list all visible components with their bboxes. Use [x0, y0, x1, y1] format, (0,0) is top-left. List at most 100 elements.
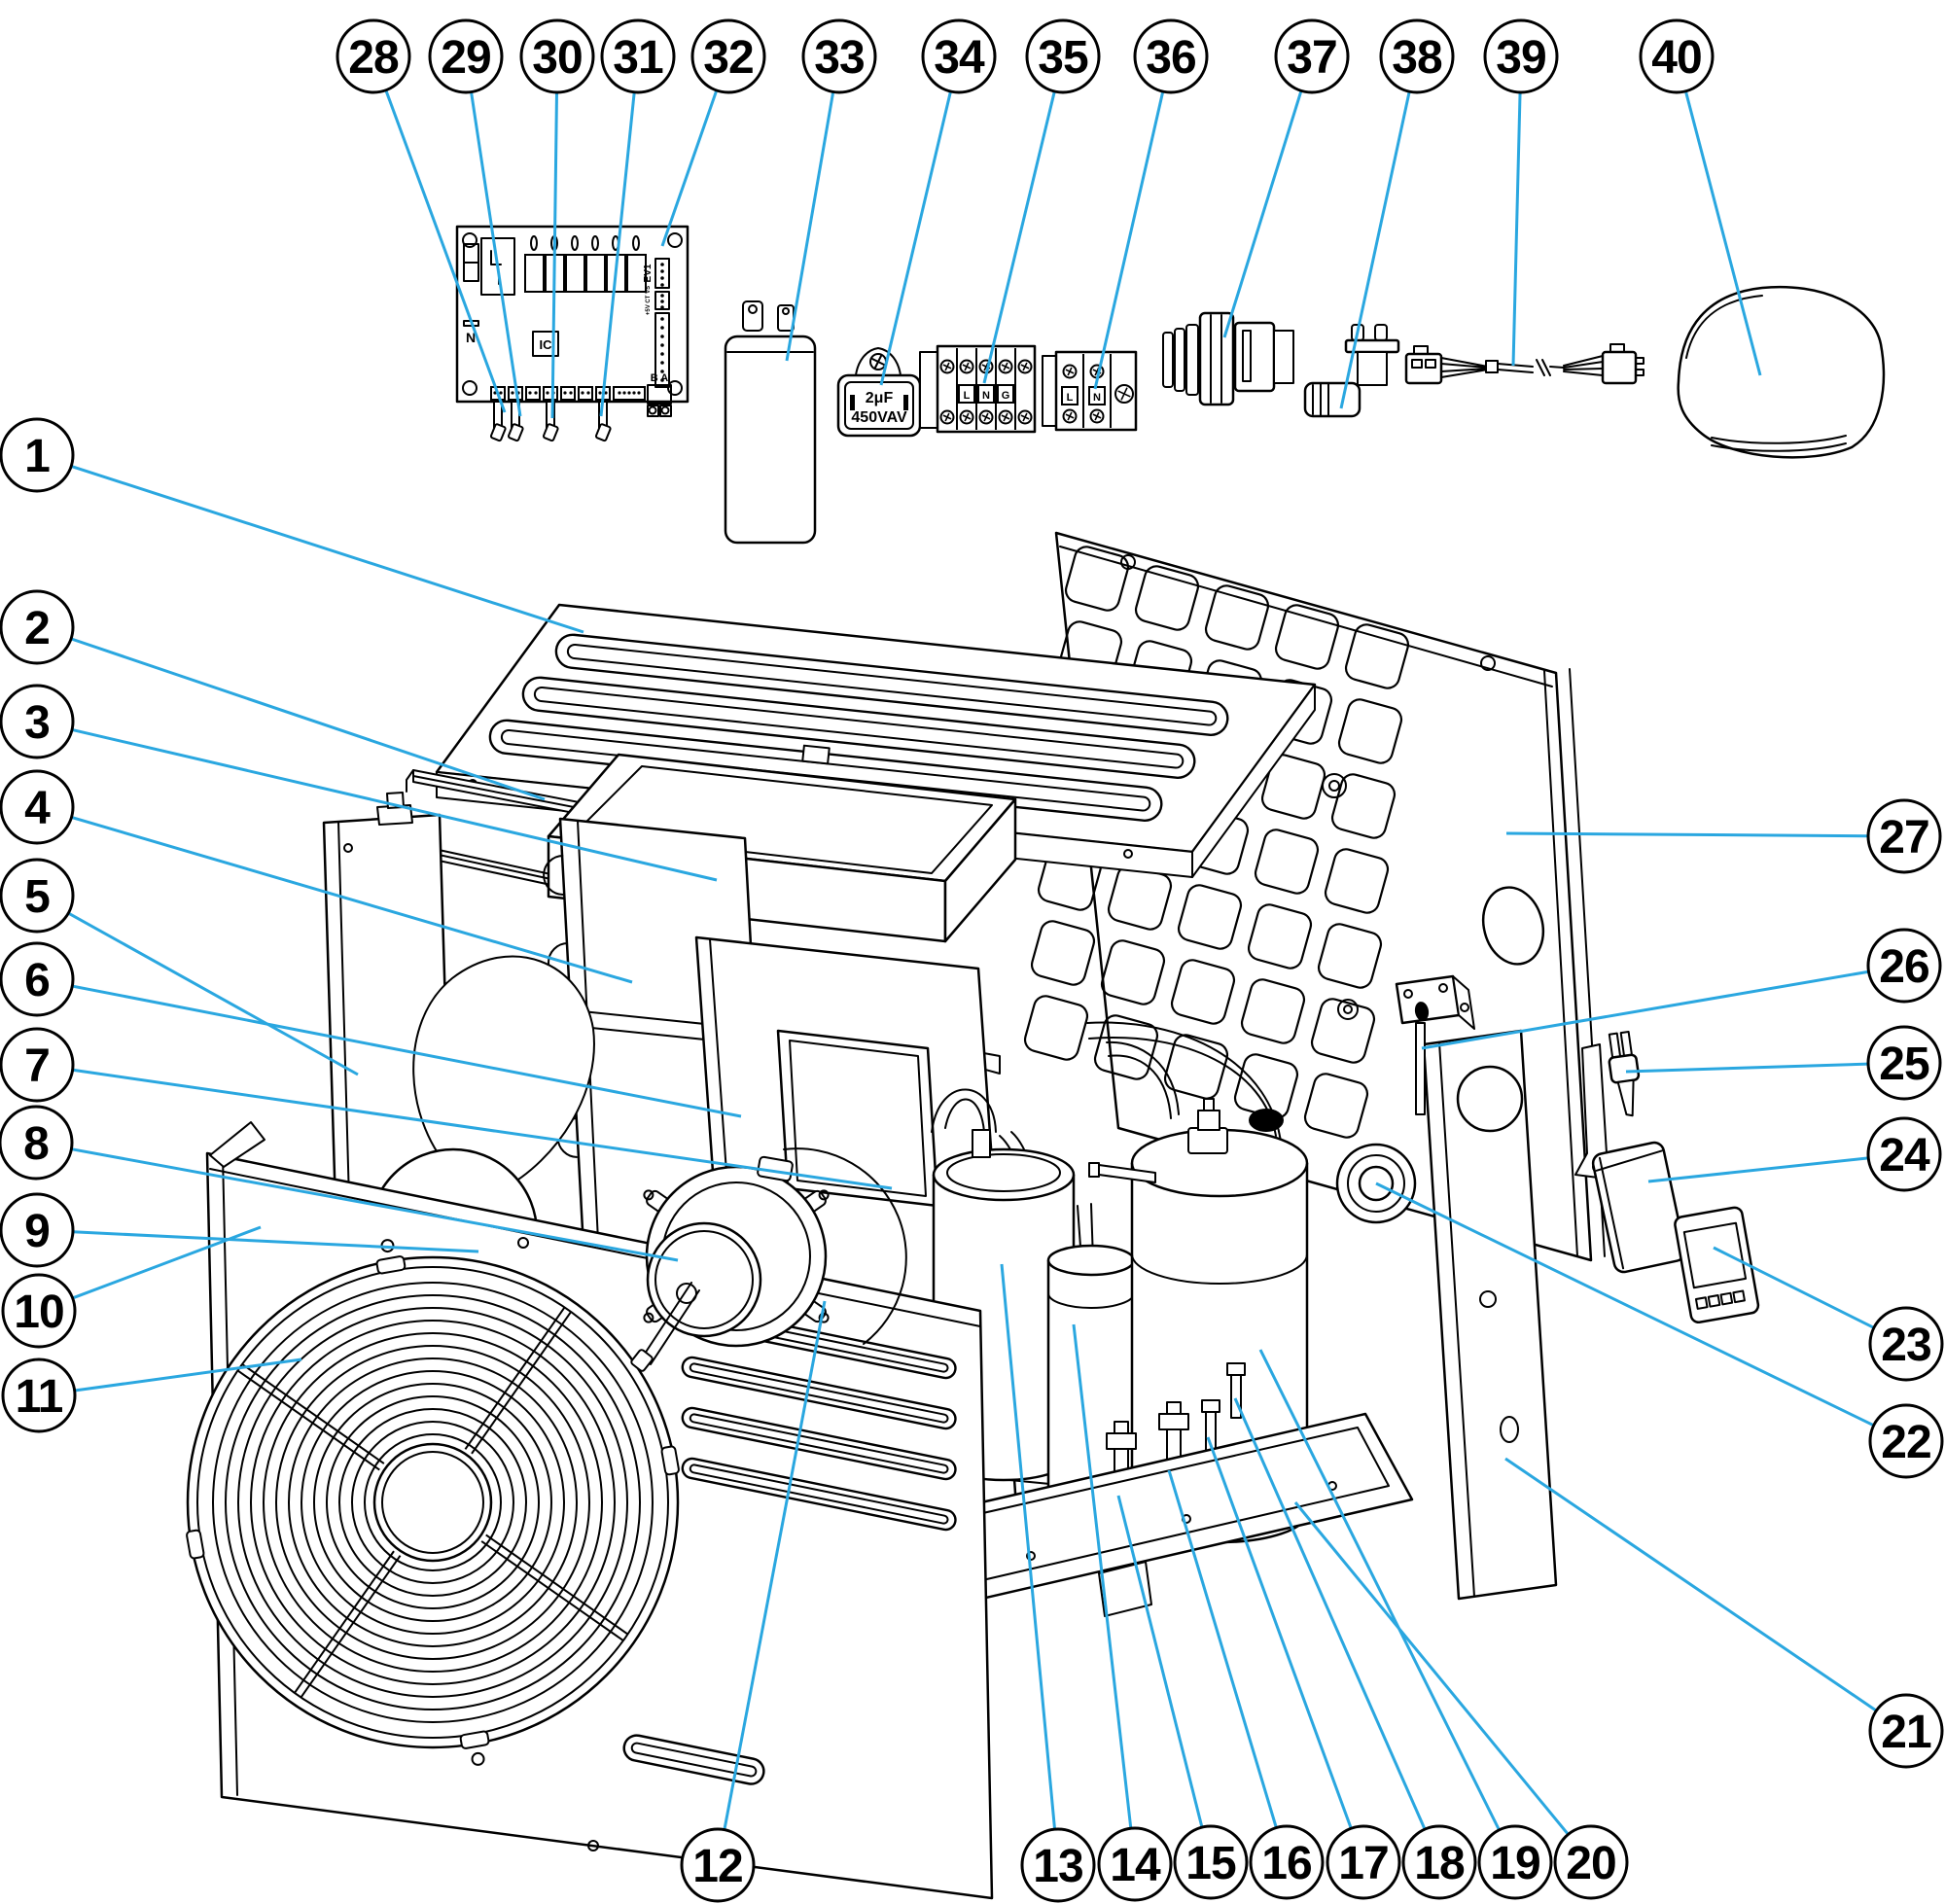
accumulator-seam	[1047, 1292, 1135, 1309]
grille-ring	[301, 1370, 565, 1635]
grille-ring	[351, 1421, 514, 1584]
callout-2: 2	[0, 589, 546, 801]
probe-bulb	[594, 423, 612, 442]
leader-line	[1625, 1062, 1869, 1074]
sensor-prong	[1619, 1030, 1633, 1057]
screw-slot	[1120, 387, 1128, 401]
tag-bar	[903, 395, 908, 410]
terminal-screw	[1114, 384, 1134, 404]
callout-circle	[1, 1357, 77, 1433]
callout-22: 22	[1375, 1181, 1944, 1479]
rivet-center	[1328, 780, 1340, 792]
grille-spoke	[480, 1540, 624, 1641]
grid-cell	[1064, 546, 1130, 612]
capacitor	[724, 300, 817, 545]
harness-pin	[1425, 359, 1436, 369]
label-box	[977, 384, 995, 404]
screw-slot	[944, 362, 950, 371]
label-box	[997, 384, 1014, 404]
screw-slot	[964, 412, 970, 422]
screw-slot	[1003, 362, 1008, 371]
callout-7: 7	[0, 1027, 893, 1190]
leader-line	[1504, 1457, 1878, 1712]
gland-nut-facets	[1210, 314, 1222, 404]
pin	[627, 391, 631, 395]
harness-pin	[1635, 369, 1644, 376]
callout-circle	[690, 18, 766, 94]
pin	[586, 391, 590, 395]
pin	[660, 352, 664, 356]
pin	[511, 391, 514, 395]
leader-line	[1093, 90, 1165, 390]
rivet-center	[1343, 1005, 1353, 1014]
leader-line	[1116, 1495, 1204, 1828]
pcb-connector	[490, 386, 506, 401]
callout-circle	[336, 18, 411, 94]
pin	[528, 391, 532, 395]
vent-slot-inner	[689, 1362, 949, 1424]
callout-24: 24	[1647, 1116, 1942, 1192]
callout-circle	[1868, 1306, 1944, 1382]
compressor-terminal-base	[1187, 1127, 1228, 1154]
vent-slot-inner	[689, 1413, 949, 1474]
pcb-relay	[585, 254, 606, 293]
grille-spoke	[300, 1555, 402, 1699]
grid-cell	[1204, 584, 1270, 651]
pcb-ba-connector	[647, 384, 672, 405]
pin	[563, 391, 567, 395]
tank-fitting	[972, 1129, 991, 1158]
callout-38: 38	[1339, 18, 1455, 409]
callout-number: 25	[1879, 1039, 1929, 1090]
gland-slot	[1242, 330, 1252, 382]
leader-line	[72, 1225, 262, 1300]
grid-cell	[1337, 698, 1403, 764]
leader-line	[71, 816, 633, 984]
vent-slots	[681, 1305, 957, 1532]
leader-line	[1375, 1181, 1875, 1428]
callout-circle	[1639, 18, 1715, 94]
callout-circle	[1020, 1827, 1096, 1903]
cover-top-edge	[1595, 1149, 1663, 1172]
ebox-inner-wall	[575, 765, 993, 874]
defrost-sensor-bracket	[1395, 974, 1475, 1115]
right-panel-small-hole	[1479, 1290, 1497, 1308]
compressor-terminal-pin	[1203, 1098, 1215, 1111]
motor-shaft-key	[630, 1349, 654, 1372]
right-side-panel	[1422, 1029, 1558, 1601]
callout-39: 39	[1483, 18, 1559, 367]
leader-line	[723, 1300, 827, 1830]
callout-circle	[0, 941, 75, 1017]
water-tank-top-inner	[946, 1153, 1061, 1192]
back-panel-oval-hole	[1481, 886, 1545, 966]
grid-cell	[1093, 1014, 1159, 1080]
pad-slot	[1711, 435, 1847, 452]
callout-10: 10	[1, 1225, 262, 1349]
sensor-tip	[1616, 1078, 1635, 1117]
leader-line	[660, 89, 719, 247]
pcb-ba-terminal	[647, 405, 659, 417]
display-button	[1719, 1291, 1734, 1306]
pcb-hole	[462, 232, 477, 248]
leader-line	[550, 91, 559, 419]
pin	[618, 391, 621, 395]
pcb-connector-wide	[613, 386, 646, 401]
callout-circle	[1866, 1025, 1942, 1101]
cover-pad	[1677, 285, 1886, 459]
leader-line	[1258, 1349, 1501, 1831]
callout-17: 17	[1206, 1436, 1401, 1900]
callout-5: 5	[0, 858, 359, 1076]
grid-cell	[1254, 829, 1320, 895]
callout-circle	[1866, 928, 1942, 1004]
rail-end-flange	[406, 769, 414, 793]
callout-circle	[1868, 1693, 1944, 1769]
flange-bolt-head	[1088, 1162, 1100, 1178]
motor-terminal-box	[757, 1155, 794, 1182]
grille-clip	[186, 1529, 205, 1560]
terminal-screw	[1017, 359, 1033, 374]
valve-hex	[1158, 1413, 1189, 1430]
pcb-long-connector	[654, 312, 670, 388]
callout-26: 26	[1421, 928, 1942, 1050]
motor-front-cap	[646, 1221, 762, 1338]
grille-ring	[225, 1294, 641, 1710]
